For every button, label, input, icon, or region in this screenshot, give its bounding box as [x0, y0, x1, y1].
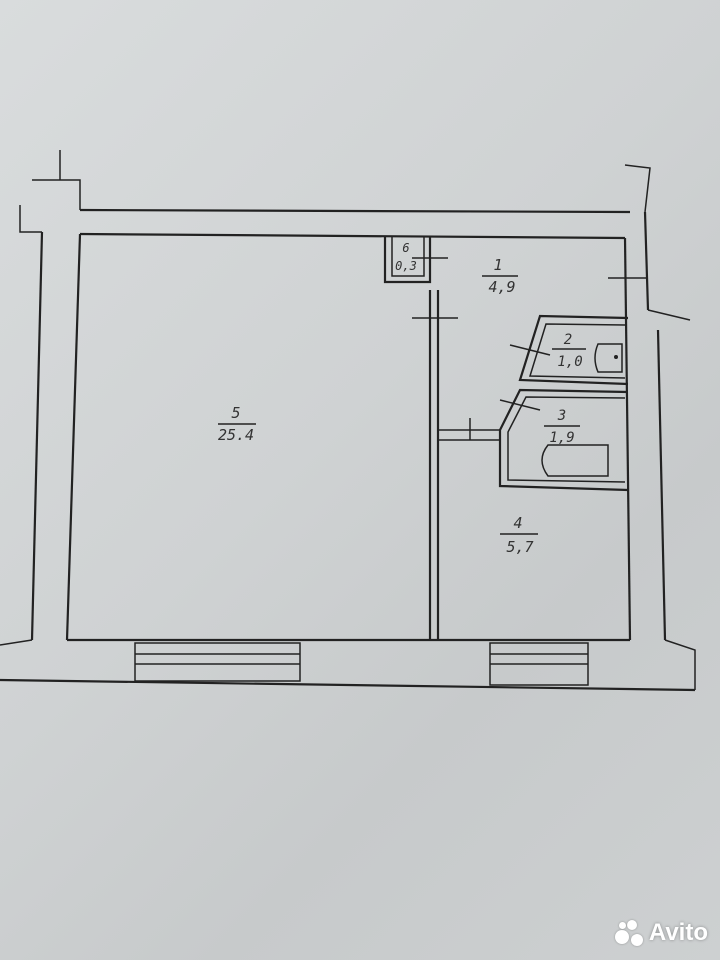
partitions: [383, 236, 648, 640]
outer-walls: [0, 150, 696, 692]
room-number-2: 2: [564, 332, 572, 348]
room-area-2: 1,0: [557, 354, 582, 370]
room-number-1: 1: [493, 256, 502, 274]
room-label-6: 6 0,3: [395, 241, 417, 273]
room-label-1: 1 4,9: [482, 256, 518, 296]
avito-logo-icon: [613, 918, 643, 948]
bathtub-fixture: [541, 444, 609, 477]
room-number-3: 3: [557, 408, 566, 424]
room-number-5: 5: [231, 404, 240, 422]
room-number-4: 4: [513, 514, 522, 532]
toilet-fixture: [594, 343, 623, 373]
window-left: [134, 642, 301, 682]
room-area-1: 4,9: [488, 278, 515, 296]
room-label-5: 5 25.4: [218, 404, 256, 444]
room-label-2: 2 1,0: [552, 332, 586, 370]
room-label-4: 4 5,7: [500, 514, 538, 556]
room-area-3: 1,9: [549, 430, 574, 446]
room-area-4: 5,7: [506, 538, 533, 556]
room-number-6: 6: [402, 241, 409, 255]
avito-watermark-text: Avito: [648, 919, 708, 946]
window-right: [489, 642, 589, 686]
room-area-5: 25.4: [218, 426, 254, 444]
avito-watermark: Avito: [613, 918, 708, 948]
room-label-3: 3 1,9: [544, 408, 580, 446]
room-area-6: 0,3: [395, 259, 417, 273]
